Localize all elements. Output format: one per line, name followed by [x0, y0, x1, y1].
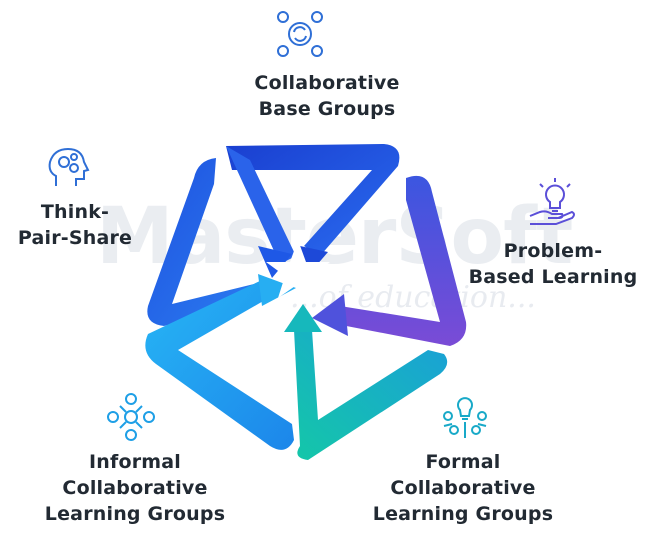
- node-label-line: Based Learning: [468, 266, 638, 288]
- arrow-top-left-strand: [226, 146, 296, 264]
- head-gears-icon: [48, 147, 90, 186]
- group-cycle-icon: [277, 11, 323, 57]
- team-idea-icon: [443, 397, 487, 438]
- node-formal-collaborative-learning-groups: Formal Collaborative Learning Groups: [358, 449, 568, 527]
- node-label-line: Collaborative: [62, 477, 208, 499]
- arrow-bottom-left: [145, 280, 294, 450]
- node-label-line: Pair-Share: [17, 227, 133, 249]
- arrow-bottom-right: [294, 330, 448, 460]
- arrowhead-bottom-right: [284, 304, 322, 332]
- network-people-icon: [107, 393, 155, 441]
- hand-lightbulb-icon: [529, 178, 575, 225]
- node-label-line: Formal: [425, 451, 501, 473]
- arrowhead-bottom-left: [258, 274, 296, 306]
- arrow-top: [226, 144, 400, 256]
- node-label-line: Informal: [88, 451, 182, 473]
- node-informal-collaborative-learning-groups: Informal Collaborative Learning Groups: [20, 449, 250, 527]
- node-label-line: Problem-: [503, 240, 603, 262]
- arrow-right: [336, 175, 467, 346]
- node-label-line: Collaborative: [254, 72, 400, 94]
- node-problem-based-learning: Problem- Based Learning: [458, 238, 648, 290]
- node-label-line: Learning Groups: [44, 503, 226, 525]
- node-collaborative-base-groups: Collaborative Base Groups: [207, 70, 447, 122]
- node-label-line: Think-: [40, 201, 110, 223]
- node-label-line: Collaborative: [390, 477, 536, 499]
- center-star: [266, 240, 330, 298]
- arrow-left: [147, 158, 260, 326]
- node-label-line: Base Groups: [258, 98, 396, 120]
- node-think-pair-share: Think- Pair-Share: [5, 199, 145, 251]
- node-label-line: Learning Groups: [372, 503, 554, 525]
- arrowhead-right: [312, 294, 348, 336]
